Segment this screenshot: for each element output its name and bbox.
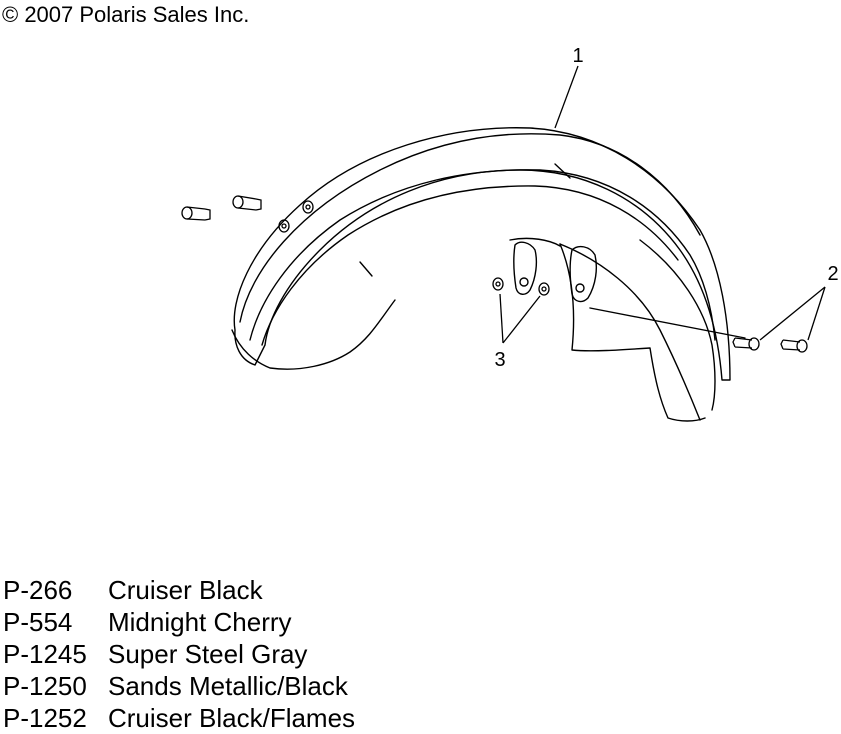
copyright-notice: © 2007 Polaris Sales Inc.: [2, 2, 250, 27]
color-name: Sands Metallic/Black: [108, 671, 348, 701]
callout-part3: 3: [494, 349, 505, 371]
color-name: Cruiser Black/Flames: [108, 703, 356, 733]
color-option: P-1250 Sands Metallic/Black: [3, 670, 355, 702]
nut-left-1: [302, 200, 314, 214]
bolt-right-1: [732, 337, 760, 351]
bolt-right-2: [780, 339, 808, 353]
bolt-left-2: [232, 195, 262, 211]
color-option: P-1252 Cruiser Black/Flames: [3, 702, 355, 734]
color-option: P-1245 Super Steel Gray: [3, 638, 355, 670]
fender-exploded-diagram: 1 2 3: [181, 45, 839, 422]
color-option: P-554 Midnight Cherry: [3, 606, 355, 638]
color-name: Cruiser Black: [108, 575, 263, 605]
callout-part1: 1: [572, 45, 583, 67]
nut-center-2: [538, 282, 550, 296]
leader-part3b: [502, 295, 541, 344]
color-code: P-1252: [3, 703, 87, 733]
leader-part2a: [759, 286, 826, 341]
color-code: P-554: [3, 607, 73, 637]
color-name: Midnight Cherry: [108, 607, 292, 637]
fender-shell: [233, 127, 731, 381]
nut-center-1: [492, 277, 504, 291]
right-mount-bracket: [569, 245, 597, 303]
left-mount-bracket: [513, 241, 538, 295]
color-code: P-266: [3, 575, 73, 605]
color-name: Super Steel Gray: [108, 639, 308, 669]
color-option: P-266 Cruiser Black: [3, 574, 355, 606]
leader-part1: [554, 65, 579, 129]
callout-part2: 2: [827, 263, 838, 285]
leader-part3a: [499, 293, 504, 344]
leader-part2b: [807, 286, 826, 341]
color-code: P-1250: [3, 671, 87, 701]
nut-left-2: [278, 219, 290, 233]
bolt-left-1: [181, 206, 211, 221]
color-code: P-1245: [3, 639, 87, 669]
